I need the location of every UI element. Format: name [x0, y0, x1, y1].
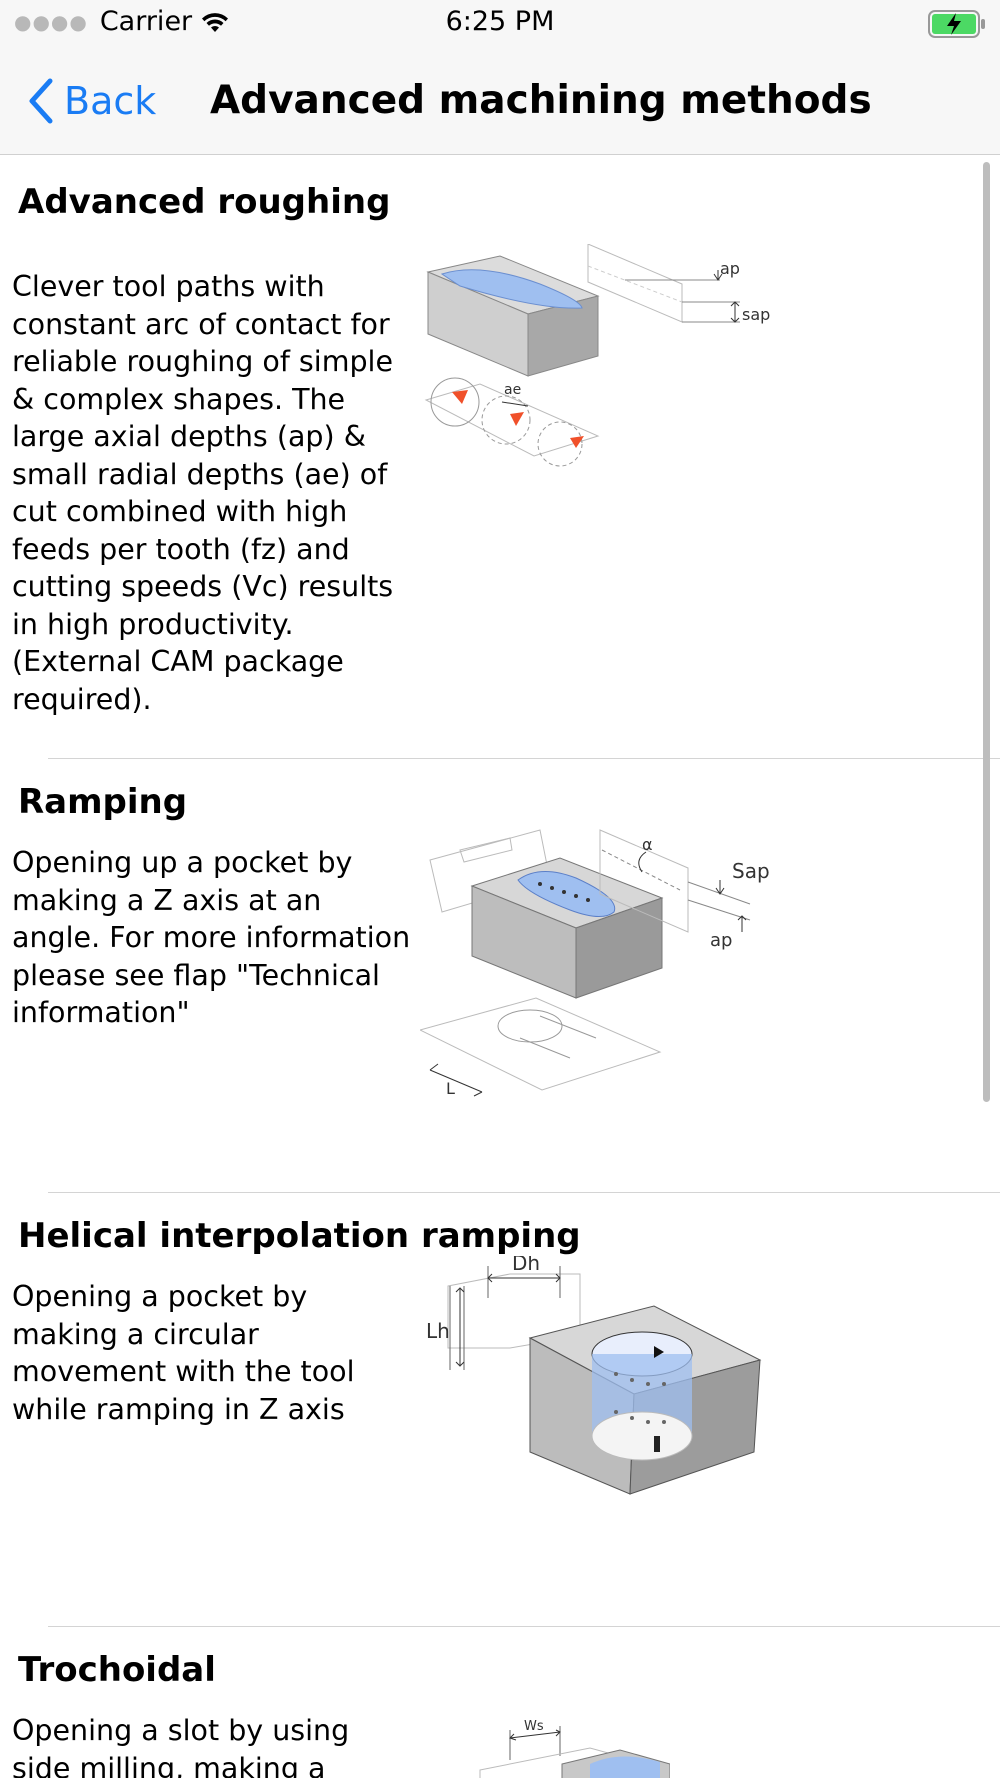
sap-label: Sap — [732, 859, 770, 883]
page-title: Advanced machining methods — [210, 78, 872, 123]
section-advanced-roughing: Advanced roughing Clever tool paths with… — [0, 156, 1000, 756]
helical-interpolation-diagram: Dh Lh — [426, 1256, 762, 1495]
ae-label: ae — [504, 382, 521, 398]
sap-label: sap — [742, 305, 770, 324]
section-title: Ramping — [18, 782, 188, 822]
section-description: Opening up a pocket by making a Z axis a… — [12, 846, 411, 1029]
chevron-left-icon — [29, 78, 53, 124]
carrier-label: Carrier — [99, 6, 193, 37]
lh-label: Lh — [426, 1319, 450, 1343]
section-divider — [48, 758, 1000, 759]
trochoidal-diagram: Ws — [479, 1720, 670, 1778]
back-button[interactable]: Back — [28, 78, 156, 124]
section-title: Advanced roughing — [18, 182, 391, 222]
length-label: L — [446, 1079, 455, 1098]
ramping-diagram: α Sap ap L — [420, 829, 770, 1098]
back-button-label: Back — [64, 79, 157, 123]
navigation-bar: Back Advanced machining methods — [0, 48, 1000, 155]
advanced-roughing-diagram: ap sap ae — [424, 244, 770, 467]
signal-dots-icon: ●●●● — [14, 9, 88, 34]
section-title: Helical interpolation ramping — [18, 1216, 581, 1256]
ws-label: Ws — [524, 1720, 544, 1734]
section-helical-interpolation-ramping: Helical interpolation ramping Opening a … — [0, 1194, 1000, 1624]
section-trochoidal: Trochoidal Opening a slot by using side … — [0, 1628, 1000, 1778]
carrier-indicator: ●●●● Carrier — [14, 6, 230, 37]
methods-list[interactable]: Advanced roughing Clever tool paths with… — [0, 156, 1000, 1778]
dh-label: Dh — [512, 1256, 540, 1275]
section-description: Clever tool paths with constant arc of c… — [12, 270, 394, 716]
section-divider — [48, 1192, 1000, 1193]
section-divider — [48, 1626, 1000, 1627]
ap-label: ap — [720, 259, 740, 278]
section-description: Opening a pocket by making a circular mo… — [12, 1280, 355, 1426]
wifi-icon — [202, 12, 229, 32]
alpha-label: α — [642, 835, 653, 854]
vertical-scrollbar[interactable] — [983, 162, 990, 1102]
clock: 6:25 PM — [445, 6, 555, 37]
ap-label: ap — [710, 930, 732, 951]
status-bar: ●●●● Carrier 6:25 PM — [0, 0, 1000, 48]
battery-charging-icon — [928, 10, 985, 38]
section-title: Trochoidal — [18, 1650, 216, 1690]
section-ramping: Ramping Opening up a pocket by making a … — [0, 760, 1000, 1190]
section-description: Opening a slot by using side milling, ma… — [12, 1714, 350, 1778]
